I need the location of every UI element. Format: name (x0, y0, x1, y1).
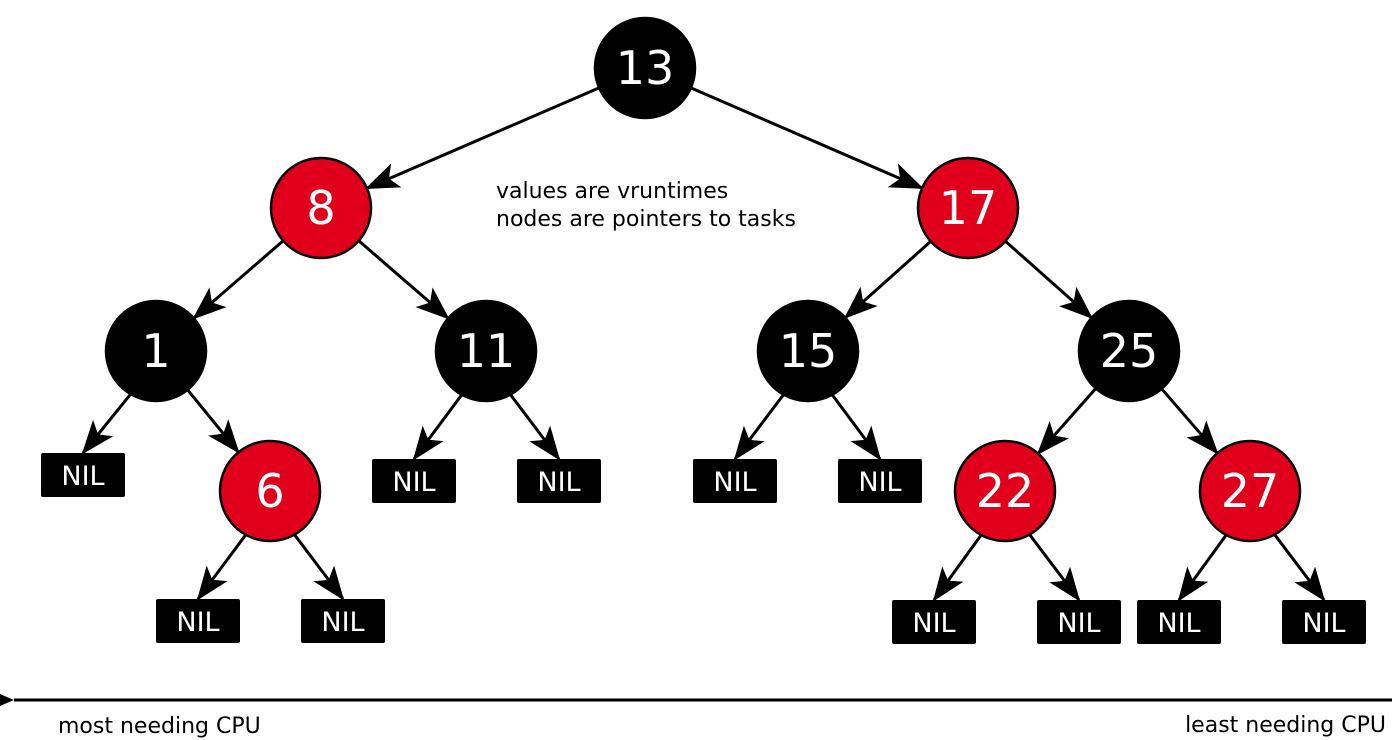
tree-node-27: 27 (1198, 439, 1302, 543)
black-node-circle (756, 299, 860, 403)
note-line-1: values are vruntimes (496, 179, 728, 204)
edge-n6-to-nil-6R (293, 533, 345, 601)
nil-box (41, 453, 125, 497)
nil-box (892, 600, 976, 644)
black-node-circle (104, 299, 208, 403)
cpu-need-axis: most needing CPU least needing CPU (0, 694, 1392, 739)
nil-label: NIL (1057, 608, 1100, 639)
edge-n8-to-n11 (357, 239, 450, 320)
nil-leaf: NIL (301, 599, 385, 643)
tree-node-8: 8 (269, 156, 373, 260)
nil-label: NIL (858, 467, 901, 498)
black-node-circle (434, 299, 538, 403)
edge-n27-to-nil-27R (1273, 533, 1326, 602)
node-value-label: 15 (779, 324, 838, 378)
note-line-2: nodes are pointers to tasks (496, 207, 796, 232)
nil-leaf: NIL (372, 459, 456, 503)
nil-label: NIL (321, 607, 364, 638)
axis-right-label: least needing CPU (1185, 713, 1386, 738)
edge-n15-to-nil-15L (733, 393, 785, 461)
nil-box (301, 599, 385, 643)
red-node-circle (953, 439, 1057, 543)
nil-label: NIL (1302, 608, 1345, 639)
nil-label: NIL (713, 467, 756, 498)
red-node-circle (269, 156, 373, 260)
tree-node-11: 11 (434, 299, 538, 403)
tree-node-1: 1 (104, 299, 208, 403)
edge-n1-to-n6 (186, 388, 240, 454)
nil-label: NIL (61, 461, 104, 492)
node-value-label: 25 (1100, 324, 1159, 378)
nil-leaf: NIL (693, 459, 777, 503)
node-value-label: 11 (457, 324, 516, 378)
nil-leaf: NIL (41, 453, 125, 497)
tree-edges (81, 86, 1326, 602)
edge-n11-to-nil-11L (412, 393, 463, 461)
nil-box (1037, 600, 1121, 644)
nil-leaf: NIL (1037, 600, 1121, 644)
edge-n17-to-n15 (843, 240, 932, 320)
nil-leaf: NIL (517, 459, 601, 503)
edge-n1-to-nil-1L (81, 393, 132, 455)
nil-label: NIL (912, 608, 955, 639)
annotation-note: values are vruntimes nodes are pointers … (496, 179, 796, 232)
tree-node-17: 17 (916, 156, 1020, 260)
nil-box (517, 459, 601, 503)
node-value-label: 8 (306, 181, 335, 235)
nil-leaf: NIL (156, 599, 240, 643)
tree-node-6: 6 (218, 439, 322, 543)
nil-leaf: NIL (1137, 600, 1221, 644)
tree-node-22: 22 (953, 439, 1057, 543)
black-node-circle (1077, 299, 1181, 403)
nil-leaves: NIL NIL NIL NIL NIL NIL NIL NIL NIL NIL NIL (41, 453, 1366, 644)
edge-n8-to-n1 (192, 239, 285, 320)
node-value-label: 27 (1221, 464, 1280, 518)
edge-n27-to-nil-27L (1177, 534, 1228, 602)
nil-label: NIL (392, 467, 435, 498)
nil-leaf: NIL (838, 459, 922, 503)
edge-n25-to-n27 (1160, 387, 1219, 455)
nil-box (838, 459, 922, 503)
red-node-circle (1198, 439, 1302, 543)
nil-label: NIL (537, 467, 580, 498)
nil-box (156, 599, 240, 643)
tree-node-15: 15 (756, 299, 860, 403)
edge-n22-to-nil-22L (932, 534, 983, 602)
nil-box (693, 459, 777, 503)
black-node-circle (593, 16, 697, 120)
red-node-circle (916, 156, 1020, 260)
nil-box (1282, 600, 1366, 644)
edge-n13-to-n17 (690, 86, 924, 190)
node-value-label: 1 (141, 324, 170, 378)
tree-node-13: 13 (593, 16, 697, 120)
nil-label: NIL (176, 607, 219, 638)
node-value-label: 6 (255, 464, 284, 518)
node-value-label: 17 (939, 181, 998, 235)
node-value-label: 22 (976, 464, 1035, 518)
edge-n15-to-nil-15R (831, 393, 882, 461)
nil-box (372, 459, 456, 503)
edge-n11-to-nil-11R (509, 393, 561, 461)
axis-left-label: most needing CPU (58, 714, 261, 739)
edge-n13-to-n8 (365, 86, 600, 190)
edge-n22-to-nil-22R (1028, 533, 1081, 602)
edge-n25-to-n22 (1036, 387, 1097, 456)
nil-box (1137, 600, 1221, 644)
nil-leaf: NIL (1282, 600, 1366, 644)
node-value-label: 13 (616, 41, 675, 95)
edge-n6-to-nil-6L (196, 533, 247, 601)
red-node-circle (218, 439, 322, 543)
nil-label: NIL (1157, 608, 1200, 639)
nil-leaf: NIL (892, 600, 976, 644)
edge-n17-to-n25 (1004, 240, 1094, 320)
tree-node-25: 25 (1077, 299, 1181, 403)
